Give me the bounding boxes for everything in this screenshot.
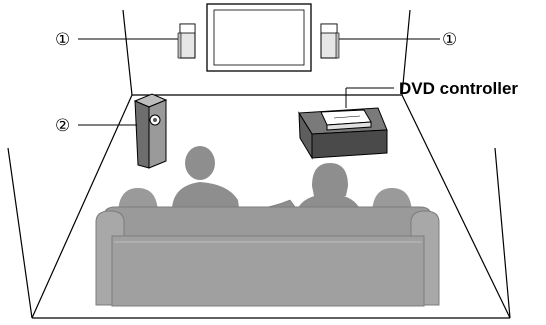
callout-subwoofer: ② [55,116,70,135]
dvd-controller-label: DVD controller [399,79,518,98]
sofa [96,207,439,306]
dvd-controller-device [321,110,371,130]
person-left [172,146,240,215]
callout-front-right: ① [442,30,457,49]
front-speaker-left [178,24,195,58]
tv-screen [214,10,304,65]
subwoofer [135,94,166,168]
callout-front-left: ① [55,30,70,49]
tv [207,4,311,71]
left-wall-corner-line [123,10,132,95]
front-speaker-right [321,24,339,58]
left-outer-wall-line [8,148,32,318]
sofa-front [112,236,424,306]
